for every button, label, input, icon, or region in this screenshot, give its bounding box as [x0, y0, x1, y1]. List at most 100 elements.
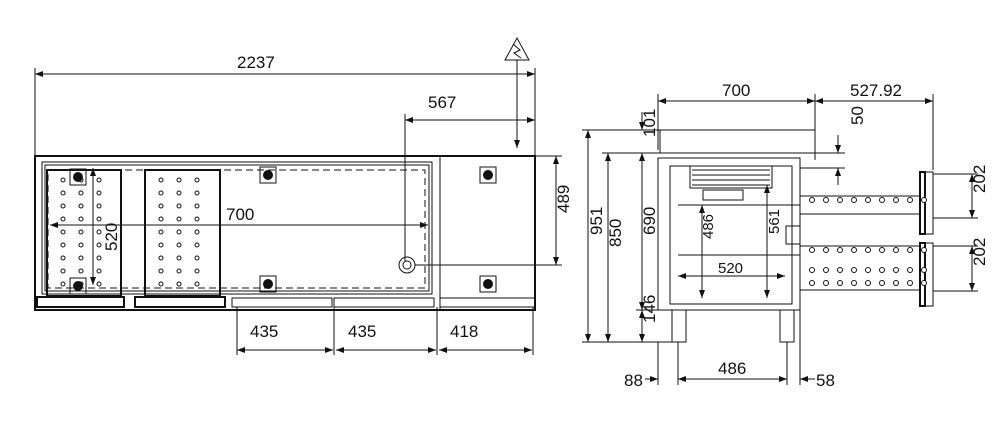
caster-icon — [259, 275, 277, 293]
caster-icon — [479, 275, 497, 293]
caster-icon — [69, 277, 87, 295]
top-gap-label: 50 — [848, 106, 867, 125]
basket-hole — [176, 190, 182, 196]
drawer-hole — [865, 197, 871, 203]
basket-hole — [176, 255, 182, 261]
basket-hole — [96, 268, 102, 274]
drawer-hole — [823, 280, 829, 286]
drawer-hole — [907, 247, 913, 253]
leg-right — [779, 309, 795, 343]
drawer-lower — [799, 245, 921, 291]
drain-offset-label: 567 — [428, 93, 456, 112]
inner-width-label: 700 — [226, 205, 254, 224]
basket-hole — [60, 203, 66, 209]
counter-height-label: 850 — [606, 219, 625, 247]
drawer-hole — [851, 197, 857, 203]
basket-hole — [194, 177, 200, 183]
caster-wheel — [483, 279, 493, 289]
drawer-hole — [879, 280, 885, 286]
basket-hole — [96, 203, 102, 209]
inner-height-b-label: 561 — [766, 209, 783, 234]
basket-hole — [60, 177, 66, 183]
drawer-hole — [823, 197, 829, 203]
drain-icon — [398, 256, 416, 274]
caster-icon — [69, 168, 87, 186]
drawer-hole — [809, 267, 815, 273]
inner-depth-label: 520 — [102, 223, 121, 251]
basket-hole — [60, 255, 66, 261]
door-width-1-label: 435 — [250, 322, 278, 341]
basket-hole — [158, 229, 164, 235]
right-offset-label: 58 — [816, 371, 835, 390]
overall-width-label: 2237 — [237, 53, 275, 72]
body-height-label: 690 — [640, 207, 659, 235]
basket-hole — [60, 216, 66, 222]
drawer-hole — [851, 280, 857, 286]
drawer-hole — [809, 197, 815, 203]
basket-hole — [194, 203, 200, 209]
caster-wheel — [73, 281, 83, 291]
door-width-2-label: 435 — [348, 322, 376, 341]
basket-hole — [158, 242, 164, 248]
basket-hole — [78, 216, 84, 222]
drawer-hole — [837, 280, 843, 286]
drawer-hole — [809, 247, 815, 253]
drawer-hole — [851, 247, 857, 253]
drawer-hole — [921, 280, 927, 286]
total-height-label: 951 — [587, 207, 606, 235]
drawer-hole — [851, 267, 857, 273]
drawer-hole — [809, 280, 815, 286]
basket-hole — [158, 203, 164, 209]
drawer-extension-label: 527.92 — [850, 81, 902, 100]
basket-hole — [158, 255, 164, 261]
basket-hole — [96, 281, 102, 287]
basket-hole — [194, 190, 200, 196]
drawer-height-2-label: 202 — [970, 238, 989, 266]
basket-hole — [158, 177, 164, 183]
control-box — [785, 225, 801, 245]
basket-hole — [78, 255, 84, 261]
drawer-hole — [893, 247, 899, 253]
basket-hole — [194, 242, 200, 248]
leg-spacing-label: 486 — [718, 359, 746, 378]
basket-hole — [60, 190, 66, 196]
drawer-hole — [907, 267, 913, 273]
depth-label: 700 — [722, 81, 750, 100]
side-height-label: 489 — [554, 185, 573, 213]
basket-hole — [96, 216, 102, 222]
basket-hole — [96, 177, 102, 183]
basket-hole — [78, 190, 84, 196]
warning-triangle-icon — [504, 36, 530, 148]
drawer-hole — [921, 197, 927, 203]
basket-hole — [60, 242, 66, 248]
basket-hole — [158, 190, 164, 196]
worktop — [659, 129, 816, 154]
drawer-upper — [799, 195, 921, 215]
basket-hole — [96, 190, 102, 196]
basket-hole — [96, 255, 102, 261]
drawer-hole — [865, 267, 871, 273]
basket-hole — [176, 229, 182, 235]
door-width-3-label: 418 — [450, 322, 478, 341]
drawer-hole — [837, 197, 843, 203]
top-thickness-label: 101 — [640, 109, 659, 137]
left-offset-label: 88 — [624, 371, 643, 390]
basket-hole — [158, 281, 164, 287]
drawer-hole — [865, 280, 871, 286]
basket-hole — [60, 229, 66, 235]
basket-hole — [194, 281, 200, 287]
drawer-hole — [893, 267, 899, 273]
drawer-hole — [879, 267, 885, 273]
condenser-icon — [689, 165, 773, 189]
caster-icon — [259, 166, 277, 184]
drawer-hole — [907, 280, 913, 286]
basket-hole — [176, 268, 182, 274]
drawer-hole — [907, 197, 913, 203]
cabinet-outline — [34, 155, 536, 311]
basket-right — [144, 169, 221, 297]
basket-hole — [96, 229, 102, 235]
drawer-hole — [823, 267, 829, 273]
basket-hole — [60, 268, 66, 274]
basket-hole — [194, 229, 200, 235]
